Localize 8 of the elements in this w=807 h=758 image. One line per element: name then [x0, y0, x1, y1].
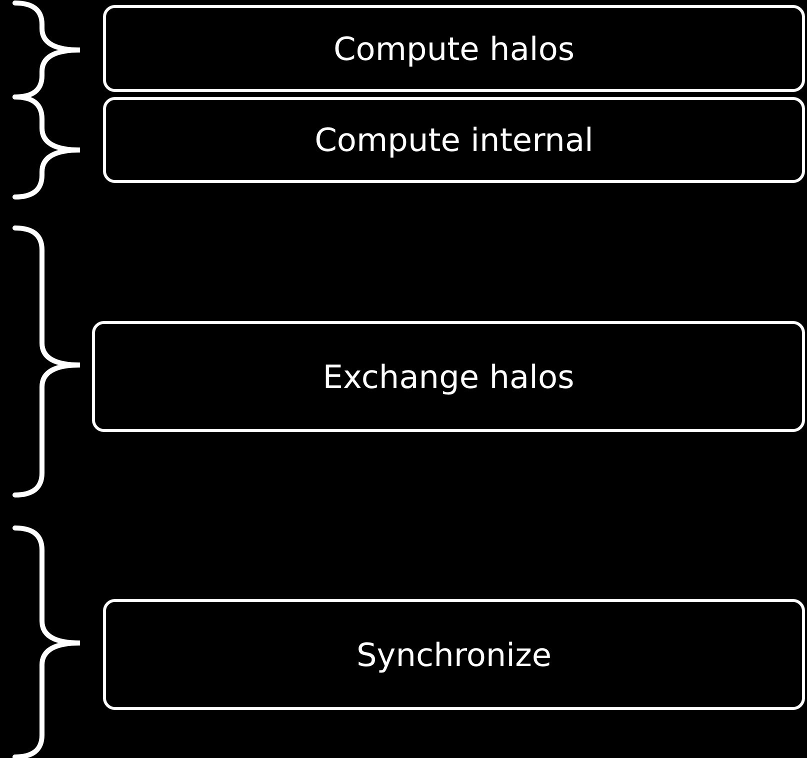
box-label: Synchronize — [356, 636, 552, 674]
box-label: Compute internal — [314, 121, 594, 159]
process-box — [103, 599, 805, 710]
box-label: Exchange halos — [322, 358, 574, 396]
process-box — [92, 321, 805, 432]
box-label: Compute halos — [333, 30, 575, 68]
process-box — [103, 97, 805, 183]
process-box — [103, 5, 805, 92]
